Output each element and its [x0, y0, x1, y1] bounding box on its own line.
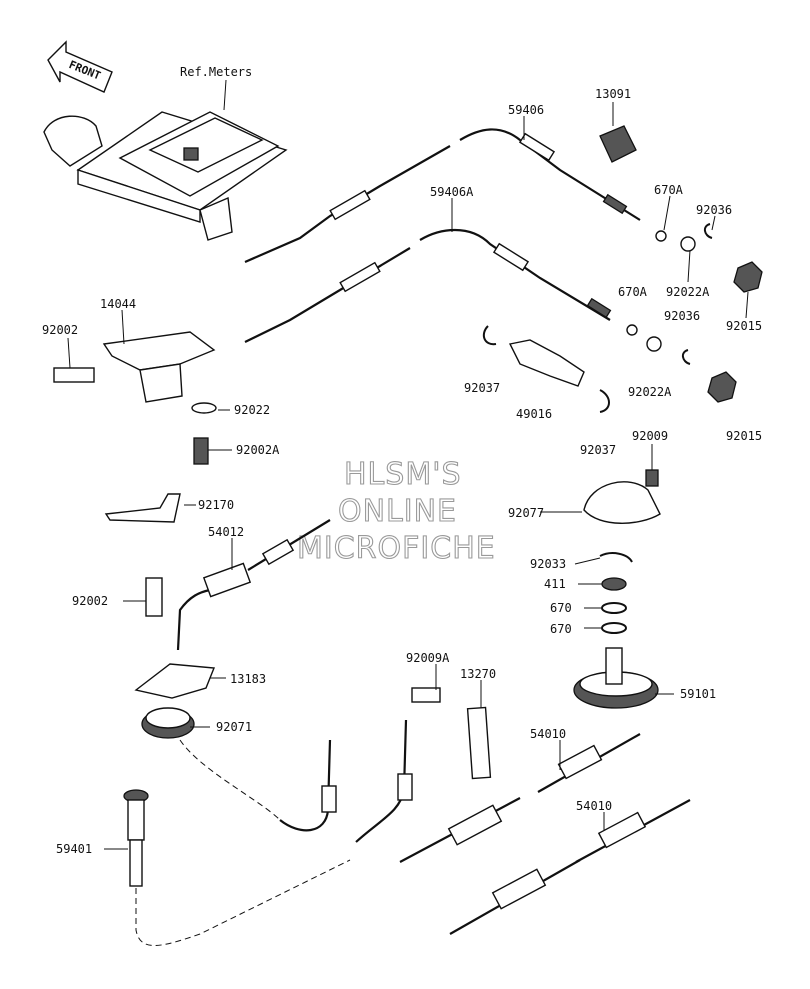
label-59406: 59406 — [508, 103, 544, 117]
label-ref-meters: Ref.Meters — [180, 65, 252, 79]
watermark-line-2: ONLINE — [338, 494, 457, 529]
label-59406a: 59406A — [430, 185, 474, 199]
watermark-line-3: MICROFICHE — [297, 531, 496, 566]
label-92002a: 92002A — [236, 443, 280, 457]
label-92015-2: 92015 — [726, 429, 762, 443]
label-59401: 59401 — [56, 842, 92, 856]
label-59101: 59101 — [680, 687, 716, 701]
label-411: 411 — [544, 577, 566, 591]
boot-49016-part — [482, 325, 610, 413]
label-92033: 92033 — [530, 557, 566, 571]
dashed-link-lower — [135, 859, 351, 946]
leader-lines — [67, 79, 749, 850]
label-92009: 92009 — [632, 429, 668, 443]
label-92036-2: 92036 — [664, 309, 700, 323]
label-670-1: 670 — [550, 601, 572, 615]
lower-left-parts — [134, 577, 215, 739]
label-92036-1: 92036 — [696, 203, 732, 217]
knob-assembly-part — [573, 469, 661, 709]
label-13091: 13091 — [595, 87, 631, 101]
label-92002-2: 92002 — [72, 594, 108, 608]
meter-bracket-part — [43, 111, 288, 241]
strap-13270-part — [411, 687, 492, 780]
label-92037-1: 92037 — [464, 381, 500, 395]
part-labels: Ref.Meters 59406 13091 670A 92036 59406A… — [42, 65, 762, 856]
label-13183: 13183 — [230, 672, 266, 686]
front-arrow-icon: FRONT — [47, 40, 113, 93]
cables-54010-part — [399, 733, 691, 935]
label-14044: 14044 — [100, 297, 136, 311]
label-92022a-2: 92022A — [628, 385, 672, 399]
label-54010-1: 54010 — [530, 727, 566, 741]
label-92009a: 92009A — [406, 651, 450, 665]
label-54012: 54012 — [208, 525, 244, 539]
label-670-2: 670 — [550, 622, 572, 636]
label-670a-2: 670A — [618, 285, 648, 299]
label-92170: 92170 — [198, 498, 234, 512]
label-13270: 13270 — [460, 667, 496, 681]
label-92071: 92071 — [216, 720, 252, 734]
cable-59406-part — [244, 128, 641, 264]
rod-59401-part — [123, 789, 149, 887]
label-92022a-1: 92022A — [666, 285, 710, 299]
label-54010-2: 54010 — [576, 799, 612, 813]
label-92015-1: 92015 — [726, 319, 762, 333]
label-49016: 49016 — [516, 407, 552, 421]
label-92002-1: 92002 — [42, 323, 78, 337]
bracket-92170-part — [104, 493, 181, 523]
dashed-link-upper — [179, 739, 281, 821]
label-92022: 92022 — [234, 403, 270, 417]
watermark-line-1: HLSM'S — [344, 457, 462, 492]
bracket-14044-part — [53, 331, 217, 465]
label-670a-1: 670A — [654, 183, 684, 197]
right-hardware-parts — [599, 125, 763, 403]
label-92037-2: 92037 — [580, 443, 616, 457]
center-cables-part — [279, 719, 413, 843]
cable-59406A-part — [244, 228, 612, 343]
label-92077: 92077 — [508, 506, 544, 520]
cable-54012-part — [176, 519, 331, 651]
watermark: HLSM'S ONLINE MICROFICHE — [296, 456, 496, 566]
